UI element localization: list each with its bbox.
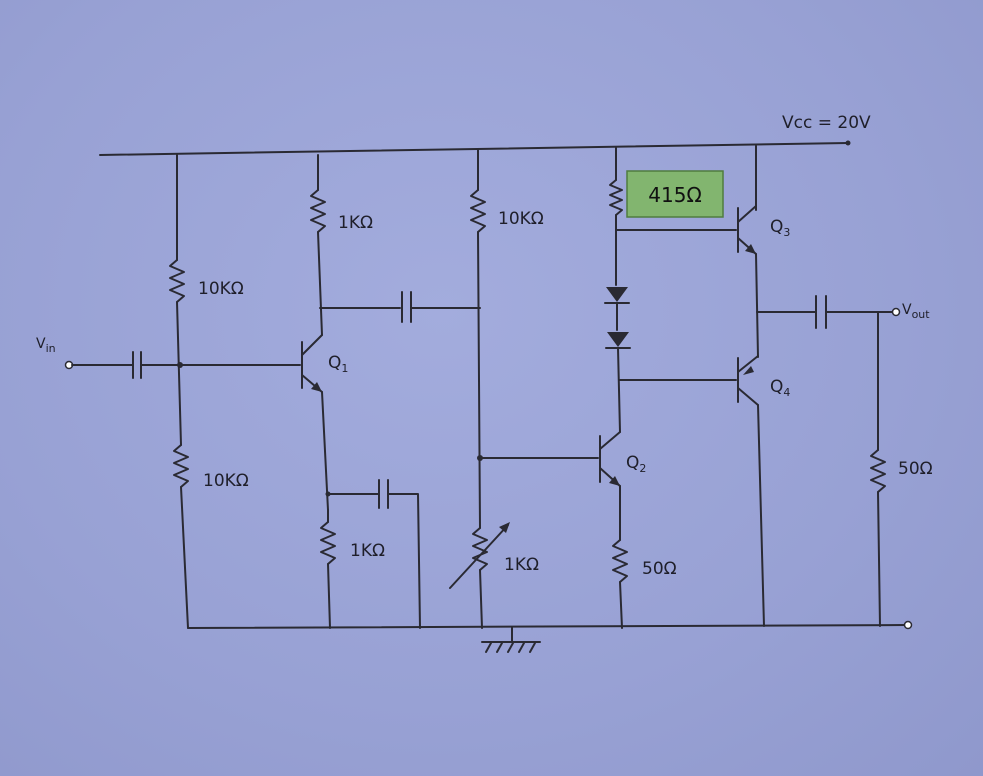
r-bias-top-resistor xyxy=(169,259,185,303)
vcc-terminal xyxy=(845,140,851,146)
output-capacitor xyxy=(815,295,827,329)
r-pot-label: 1KΩ xyxy=(504,555,539,575)
vcc-label: Vcc = 20V xyxy=(782,113,871,133)
r-collector-q1-label: 1KΩ xyxy=(338,213,373,233)
diode-upper xyxy=(604,287,630,304)
q1-label: Q1 xyxy=(328,353,348,375)
r-bias-bottom-label: 10KΩ xyxy=(203,471,249,491)
input-capacitor xyxy=(132,351,142,379)
bias-mid-wire xyxy=(176,301,182,446)
ground-rail xyxy=(187,624,906,629)
r-pot-bottom-wire xyxy=(479,569,483,629)
r-driver-highlight xyxy=(626,170,724,218)
q4-label: Q4 xyxy=(770,377,790,399)
q2-collector-wire xyxy=(617,347,621,433)
r-load-resistor xyxy=(870,449,886,493)
r-pot-arrow xyxy=(449,522,510,589)
r-bias-top-label: 10KΩ xyxy=(198,279,244,299)
ground-symbol xyxy=(481,626,541,653)
q4-collector-wire xyxy=(757,404,765,627)
vcc-rail xyxy=(99,142,849,156)
r-bias-bottom-resistor xyxy=(173,444,189,488)
vout-label: Vout xyxy=(902,302,930,321)
q1-emitter-wire xyxy=(321,391,329,511)
q3-label: Q3 xyxy=(770,217,790,239)
r-emitter-q2-resistor xyxy=(612,539,628,583)
r-driver-resistor xyxy=(609,179,623,216)
bias-bottom-wire xyxy=(180,486,189,629)
q1-transistor xyxy=(301,334,323,393)
r-emitter-q1-resistor xyxy=(320,521,336,565)
r-emitter-q2-bottom-wire xyxy=(619,581,623,629)
r-pot-resistor xyxy=(472,527,488,571)
r-load-label: 50Ω xyxy=(898,459,933,479)
r-collector-q1-resistor xyxy=(310,189,326,233)
q2-transistor xyxy=(599,431,621,487)
r-q2-base-top-label: 10KΩ xyxy=(498,209,544,229)
bypass-capacitor xyxy=(378,479,389,509)
q2-label: Q2 xyxy=(626,453,646,475)
coupling-capacitor xyxy=(401,291,412,323)
q4-transistor xyxy=(737,355,759,406)
load-bottom-wire xyxy=(877,491,881,627)
q2-bias-wire xyxy=(477,231,481,529)
diode-lower xyxy=(605,332,631,349)
r-emitter-q2-label: 50Ω xyxy=(642,559,677,579)
r-q2-base-top-resistor xyxy=(470,189,486,233)
q1-collector-wire xyxy=(317,231,323,336)
r-emitter-q1-label: 1KΩ xyxy=(350,541,385,561)
vout-terminal xyxy=(891,307,901,317)
r-driver-label: 415Ω xyxy=(648,183,701,207)
vin-label: Vin xyxy=(36,336,56,355)
bypass-wire-right xyxy=(387,493,421,629)
q3-transistor xyxy=(737,205,757,255)
output-ground-terminal xyxy=(903,620,913,630)
r-emitter-q1-bottom-wire xyxy=(327,563,331,629)
q3-q4-emitter-wire xyxy=(755,253,759,358)
